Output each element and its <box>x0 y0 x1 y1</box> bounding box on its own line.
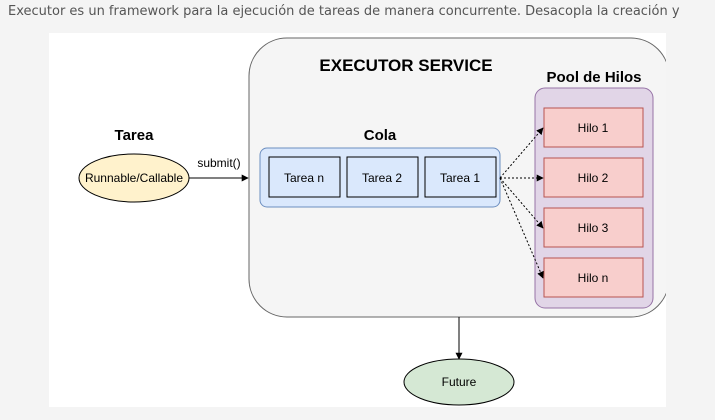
pool-title: Pool de Hilos <box>546 69 641 86</box>
queue-item-2-label: Tarea 2 <box>362 171 402 185</box>
queue-item-2 <box>346 156 419 198</box>
task-title: Tarea <box>115 127 155 144</box>
thread-n <box>543 257 644 298</box>
intro-paragraph: Executor es un framework para la ejecuci… <box>8 4 680 19</box>
diagram-canvas: EXECUTOR SERVICE Tarea Runnable/Callable… <box>49 33 666 407</box>
thread-n-label: Hilo n <box>578 271 609 285</box>
thread-1 <box>543 107 644 148</box>
dispatch-arrow-1 <box>499 127 544 179</box>
thread-3 <box>543 207 644 248</box>
thread-3-label: Hilo 3 <box>578 221 609 235</box>
thread-1-label: Hilo 1 <box>578 121 609 135</box>
thread-2 <box>543 157 644 198</box>
thread-2-label: Hilo 2 <box>578 171 609 185</box>
submit-label: submit() <box>197 156 240 170</box>
queue-item-1-label: Tarea 1 <box>440 171 480 185</box>
future-node <box>403 358 515 406</box>
future-node-label: Future <box>442 375 477 389</box>
queue-item-n <box>268 156 341 198</box>
queue-item-n-label: Tarea n <box>284 171 324 185</box>
task-node-label: Runnable/Callable <box>85 171 183 185</box>
dispatch-arrow-3 <box>499 177 544 229</box>
queue-title: Cola <box>364 127 397 144</box>
queue-item-1 <box>424 156 497 198</box>
executor-diagram: EXECUTOR SERVICE Tarea Runnable/Callable… <box>78 37 666 406</box>
executor-service-title: EXECUTOR SERVICE <box>319 56 492 75</box>
